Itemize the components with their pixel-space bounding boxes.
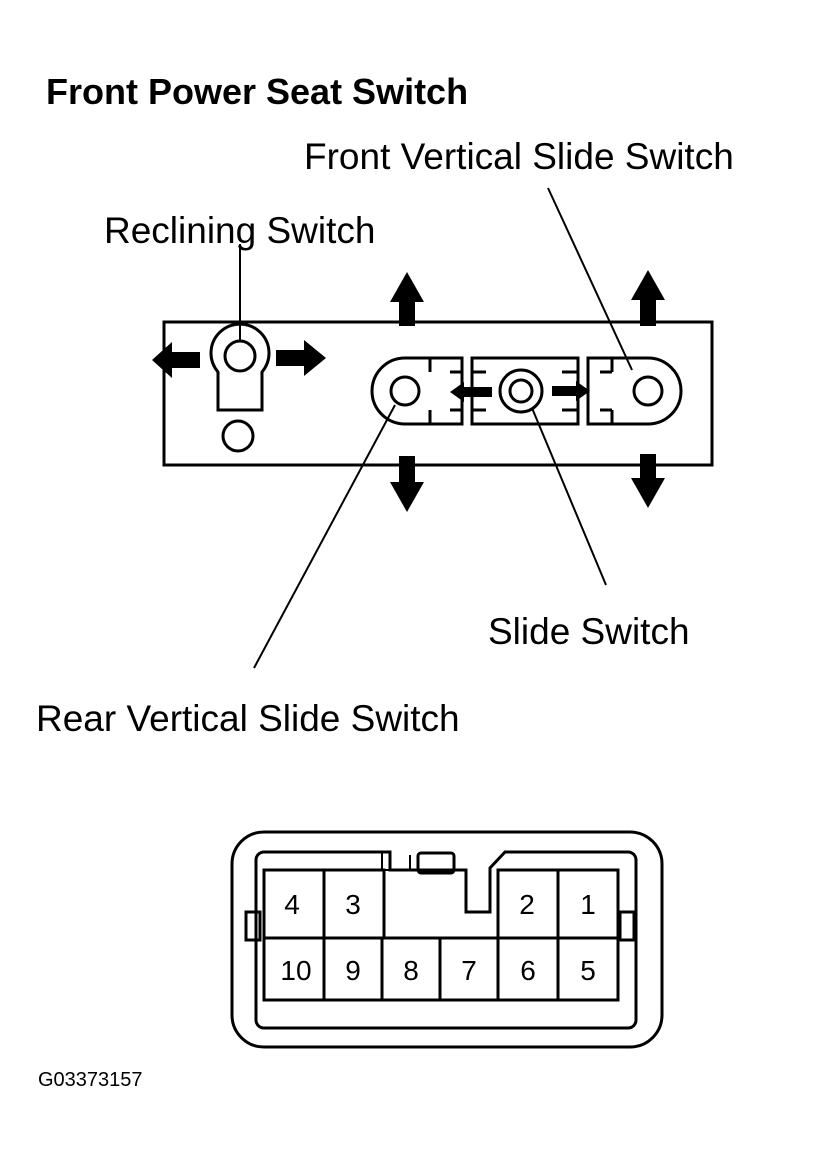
rear-vertical-slide-knob xyxy=(370,356,464,426)
arrow-right-icon xyxy=(552,381,590,401)
front-vertical-slide-knob xyxy=(586,356,683,426)
label-slide-switch: Slide Switch xyxy=(488,611,690,652)
pin-label: 2 xyxy=(519,889,535,920)
leader-slide xyxy=(531,407,607,586)
label-reclining-switch: Reclining Switch xyxy=(104,210,376,251)
figure-code: G03373157 xyxy=(38,1069,143,1091)
pin-label: 10 xyxy=(280,955,311,986)
reclining-knob xyxy=(209,322,271,453)
pin-label: 1 xyxy=(580,889,596,920)
arrow-down-icon xyxy=(631,454,665,508)
arrow-right-icon xyxy=(276,340,326,376)
pin-label: 5 xyxy=(580,955,596,986)
arrow-left-icon xyxy=(152,342,200,378)
switch-housing xyxy=(162,320,714,467)
label-front-vertical-slide-switch: Front Vertical Slide Switch xyxy=(304,136,734,177)
arrow-up-icon xyxy=(631,270,665,326)
leader-front-vertical xyxy=(547,187,633,371)
pin-label: 3 xyxy=(345,889,361,920)
pin-label: 4 xyxy=(284,889,300,920)
arrow-down-icon xyxy=(390,456,424,512)
diagram-title: Front Power Seat Switch xyxy=(46,71,469,112)
arrow-left-icon xyxy=(450,382,492,402)
pin-label: 8 xyxy=(403,955,419,986)
connector xyxy=(230,830,664,1049)
leader-rear-vertical xyxy=(253,404,396,669)
pin-label: 7 xyxy=(461,955,477,986)
pin-label: 6 xyxy=(520,955,536,986)
pin-label: 9 xyxy=(345,955,361,986)
label-rear-vertical-slide-switch: Rear Vertical Slide Switch xyxy=(36,698,460,739)
arrow-up-icon xyxy=(390,272,424,326)
